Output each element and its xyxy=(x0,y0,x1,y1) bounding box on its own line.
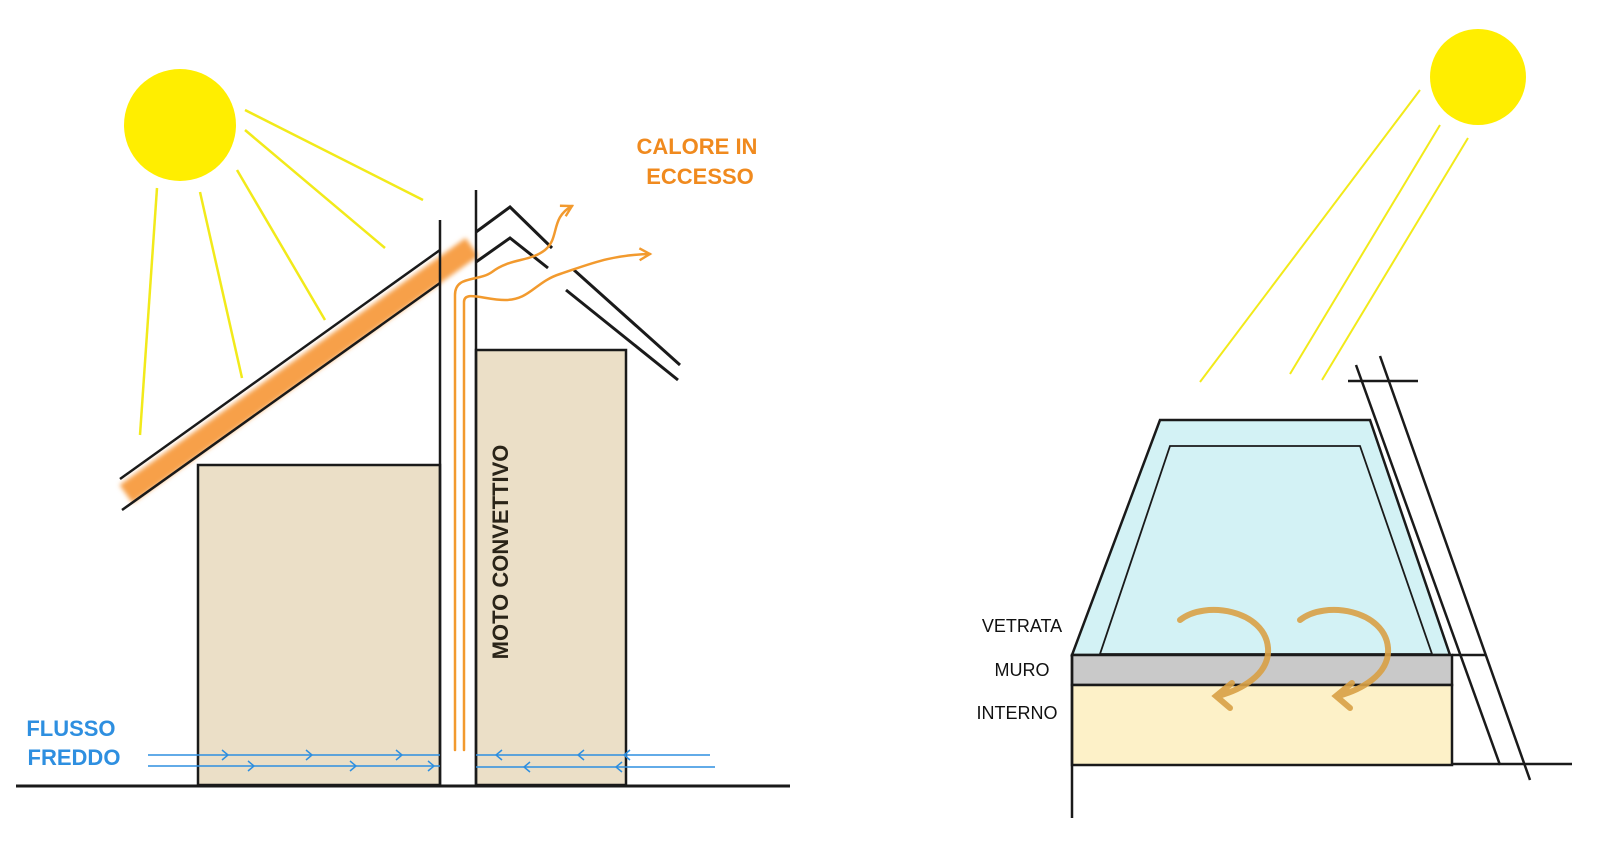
interior-layer xyxy=(1070,683,1454,767)
right-frame xyxy=(1348,355,1572,781)
left-building xyxy=(196,463,442,787)
right-building xyxy=(474,348,628,787)
heated-roof xyxy=(119,238,479,512)
sun-icon xyxy=(124,69,236,181)
excess-heat-label: CALORE IN ECCESSO xyxy=(636,134,763,189)
left-diagram: CALORE IN ECCESSO MOTO CONVETTIVO xyxy=(16,69,790,788)
excess-heat-label-line-1: CALORE IN xyxy=(636,134,757,159)
sun-icon xyxy=(1430,29,1526,125)
chimney xyxy=(438,190,478,785)
convective-motion-label: MOTO CONVETTIVO xyxy=(488,445,513,660)
airflow-arrow-icon xyxy=(221,749,631,773)
layer-label-glazing: VETRATA xyxy=(982,616,1062,636)
cold-flow-label-line-1: FLUSSO xyxy=(26,716,115,741)
layer-label-interior: INTERNO xyxy=(977,703,1058,723)
sun-rays-right xyxy=(1199,89,1469,383)
cold-air-flow xyxy=(148,754,715,768)
cold-flow-label: FLUSSO FREDDO xyxy=(26,716,121,770)
layer-label-wall: MURO xyxy=(995,660,1050,680)
warm-air-flow xyxy=(453,204,653,752)
sun-rays-left xyxy=(138,108,424,436)
cold-flow-label-line-2: FREDDO xyxy=(28,745,121,770)
chimney-cap xyxy=(475,205,682,382)
convection-arrow-icon xyxy=(1177,606,1392,711)
excess-heat-label-line-2: ECCESSO xyxy=(646,164,754,189)
right-diagram: VETRATA MURO INTERNO xyxy=(977,29,1572,818)
glass-enclosure xyxy=(1070,418,1452,657)
